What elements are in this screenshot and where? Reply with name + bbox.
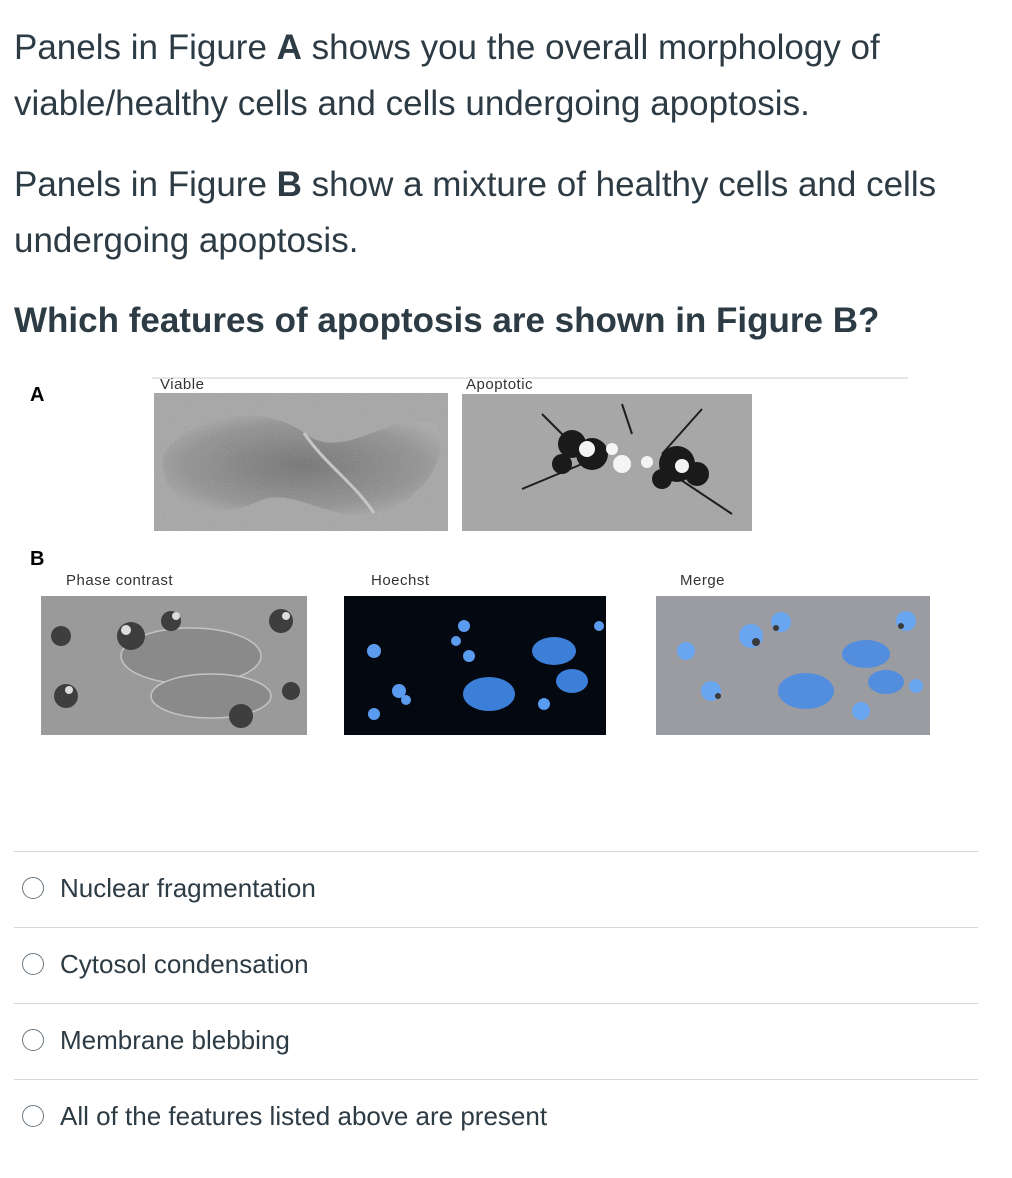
p2-text-c: show a mixture of healthy cells and cell…	[14, 165, 937, 260]
caption-merge: Merge	[680, 572, 726, 589]
radio-button[interactable]	[22, 953, 44, 975]
option-label: Nuclear fragmentation	[60, 872, 316, 903]
viable-cell-image	[154, 393, 448, 531]
option-label: Membrane blebbing	[60, 1024, 290, 1055]
caption-apoptotic: Apoptotic	[466, 376, 534, 393]
caption-hoechst: Hoechst	[371, 572, 430, 589]
caption-viable: Viable	[160, 376, 205, 393]
figure-divider	[152, 377, 908, 379]
option-divider	[14, 1003, 978, 1004]
apoptotic-cell-image	[462, 394, 752, 531]
p1-figure-ref: A	[276, 28, 302, 67]
radio-button[interactable]	[22, 1105, 44, 1127]
panel-a-letter: A	[30, 384, 45, 406]
merge-image	[656, 596, 930, 735]
p1-text-a: Panels in Figure	[14, 28, 277, 67]
option-divider	[14, 1079, 978, 1080]
panel-b-letter: B	[30, 548, 45, 570]
option-divider	[14, 851, 978, 852]
question-paragraph-1: Panels in Figure A shows you the overall…	[14, 20, 984, 132]
p1-text-c: shows you the overall morphology of viab…	[14, 28, 880, 123]
option-cytosol-condensation[interactable]: Cytosol condensation	[22, 944, 309, 984]
caption-phase-contrast: Phase contrast	[66, 572, 174, 589]
p2-text-a: Panels in Figure	[14, 165, 277, 204]
phase-contrast-image	[41, 596, 307, 735]
option-all-features[interactable]: All of the features listed above are pre…	[22, 1096, 547, 1136]
radio-button[interactable]	[22, 877, 44, 899]
option-label: All of the features listed above are pre…	[60, 1100, 548, 1131]
radio-button[interactable]	[22, 1029, 44, 1051]
option-label: Cytosol condensation	[60, 948, 309, 979]
p2-figure-ref: B	[276, 165, 302, 204]
option-membrane-blebbing[interactable]: Membrane blebbing	[22, 1020, 290, 1060]
question-paragraph-2: Panels in Figure B show a mixture of hea…	[14, 157, 984, 269]
question-prompt: Which features of apoptosis are shown in…	[14, 301, 880, 340]
option-divider	[14, 927, 978, 928]
hoechst-image	[344, 596, 606, 735]
option-nuclear-fragmentation[interactable]: Nuclear fragmentation	[22, 868, 316, 908]
